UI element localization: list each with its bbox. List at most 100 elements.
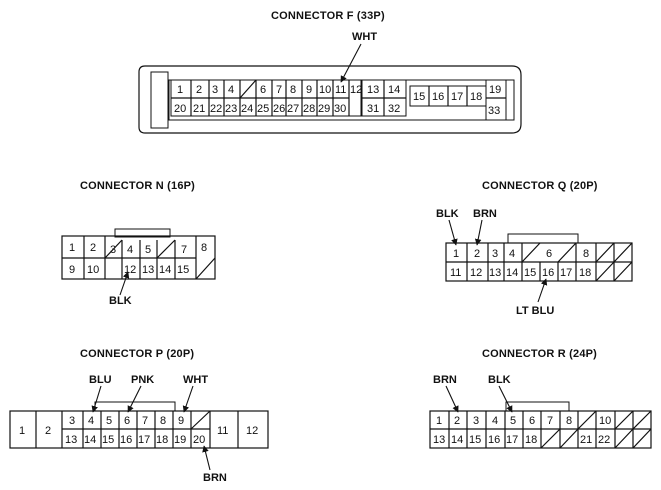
pin-label: 13 bbox=[367, 84, 379, 96]
pin-label: 18 bbox=[525, 434, 537, 446]
pin-label: 17 bbox=[560, 267, 572, 279]
arrow-p-brn bbox=[202, 445, 211, 471]
wire-label-n-blk: BLK bbox=[109, 295, 132, 307]
wire-label-q-ltblu: LT BLU bbox=[516, 305, 555, 317]
pin-label: 14 bbox=[451, 434, 463, 446]
pins-q: 1 2 3 4 6 8 11 12 13 14 15 16 17 18 bbox=[450, 248, 591, 279]
arrow-p-blu bbox=[91, 385, 102, 413]
pin-label: 16 bbox=[542, 267, 554, 279]
arrow-r-brn bbox=[445, 385, 459, 413]
connector-q-title: CONNECTOR Q (20P) bbox=[482, 180, 598, 192]
pin-label: 2 bbox=[45, 425, 51, 437]
arrow-f-wht bbox=[340, 43, 362, 83]
pin-label: 19 bbox=[489, 84, 501, 96]
wire-label-p-brn: BRN bbox=[203, 472, 227, 484]
pins-f: 1 2 3 4 6 7 8 9 10 11 12 13 14 15 16 17 … bbox=[174, 84, 501, 117]
pin-label: 1 bbox=[436, 415, 442, 427]
pin-label: 12 bbox=[350, 84, 362, 96]
pin-label: 27 bbox=[287, 103, 299, 115]
pin-label: 16 bbox=[432, 91, 444, 103]
pin-label: 3 bbox=[69, 415, 75, 427]
connector-n bbox=[61, 228, 216, 280]
pin-label: 8 bbox=[583, 248, 589, 260]
pin-label: 9 bbox=[178, 415, 184, 427]
arrow-q-ltblu bbox=[537, 278, 548, 303]
pin-label: 15 bbox=[413, 91, 425, 103]
wire-label-q-brn: BRN bbox=[473, 208, 497, 220]
pin-label: 13 bbox=[489, 267, 501, 279]
arrow-p-wht bbox=[182, 385, 194, 413]
wire-label-p-wht: WHT bbox=[183, 374, 209, 386]
pin-label: 4 bbox=[88, 415, 94, 427]
pin-label: 12 bbox=[470, 267, 482, 279]
pin-label: 3 bbox=[212, 84, 218, 96]
pin-label: 1 bbox=[177, 84, 183, 96]
pin-label: 8 bbox=[290, 84, 296, 96]
pin-label: 8 bbox=[160, 415, 166, 427]
pin-label: 7 bbox=[181, 244, 187, 256]
pin-label: 29 bbox=[318, 103, 330, 115]
arrow-r-blk bbox=[498, 385, 513, 413]
wire-label-p-blu: BLU bbox=[89, 374, 112, 386]
pin-label: 4 bbox=[127, 244, 133, 256]
connector-r-title: CONNECTOR R (24P) bbox=[482, 348, 598, 360]
pins-p: 1 2 3 4 5 6 7 8 9 11 12 13 14 15 16 17 1… bbox=[19, 415, 258, 446]
pin-label: 15 bbox=[177, 264, 189, 276]
pin-label: 10 bbox=[87, 264, 99, 276]
pin-label: 3 bbox=[492, 248, 498, 260]
pin-label: 16 bbox=[120, 434, 132, 446]
connector-p-title: CONNECTOR P (20P) bbox=[80, 348, 195, 360]
pin-label: 32 bbox=[388, 103, 400, 115]
pin-label: 5 bbox=[510, 415, 516, 427]
pin-label: 6 bbox=[546, 248, 552, 260]
wire-label-r-brn: BRN bbox=[433, 374, 457, 386]
pin-label: 18 bbox=[156, 434, 168, 446]
pin-label: 18 bbox=[579, 267, 591, 279]
pin-label: 17 bbox=[506, 434, 518, 446]
pin-label: 28 bbox=[303, 103, 315, 115]
pin-label: 14 bbox=[388, 84, 400, 96]
pin-label: 11 bbox=[217, 425, 228, 437]
pin-label: 10 bbox=[599, 415, 611, 427]
wire-label-q-blk: BLK bbox=[436, 208, 459, 220]
pin-label: 21 bbox=[580, 434, 592, 446]
pin-label: 4 bbox=[228, 84, 234, 96]
pin-label: 8 bbox=[201, 242, 207, 254]
connector-q bbox=[445, 233, 633, 282]
wire-label-f-wht: WHT bbox=[352, 31, 378, 43]
pin-label: 15 bbox=[524, 267, 536, 279]
pin-label: 24 bbox=[241, 103, 253, 115]
pin-label: 22 bbox=[598, 434, 610, 446]
pin-label: 7 bbox=[276, 84, 282, 96]
pin-label: 22 bbox=[210, 103, 222, 115]
pin-label: 12 bbox=[124, 264, 136, 276]
pin-label: 17 bbox=[138, 434, 150, 446]
pin-label: 15 bbox=[102, 434, 114, 446]
pin-label: 1 bbox=[19, 425, 25, 437]
pin-label: 2 bbox=[90, 242, 96, 254]
pin-label: 1 bbox=[69, 242, 75, 254]
pins-n: 1 2 3 4 5 7 8 9 10 12 13 14 15 bbox=[69, 242, 207, 276]
pin-label: 5 bbox=[145, 244, 151, 256]
pin-label: 7 bbox=[142, 415, 148, 427]
arrow-p-pnk bbox=[127, 385, 142, 413]
pin-label: 15 bbox=[469, 434, 481, 446]
pin-label: 13 bbox=[433, 434, 445, 446]
pin-label: 2 bbox=[454, 415, 460, 427]
pin-label: 20 bbox=[174, 103, 186, 115]
pin-label: 23 bbox=[225, 103, 237, 115]
pin-label: 1 bbox=[453, 248, 459, 260]
pin-label: 14 bbox=[84, 434, 96, 446]
pin-label: 3 bbox=[473, 415, 479, 427]
pin-label: 11 bbox=[450, 267, 461, 279]
pin-label: 6 bbox=[124, 415, 130, 427]
connector-p bbox=[9, 401, 269, 449]
arrows bbox=[91, 43, 548, 471]
wire-label-p-pnk: PNK bbox=[131, 374, 155, 386]
pin-label: 11 bbox=[335, 84, 346, 96]
pin-label: 30 bbox=[334, 103, 346, 115]
connector-n-title: CONNECTOR N (16P) bbox=[80, 180, 196, 192]
pin-label: 18 bbox=[470, 91, 482, 103]
pin-label: 19 bbox=[174, 434, 186, 446]
pin-label: 2 bbox=[196, 84, 202, 96]
